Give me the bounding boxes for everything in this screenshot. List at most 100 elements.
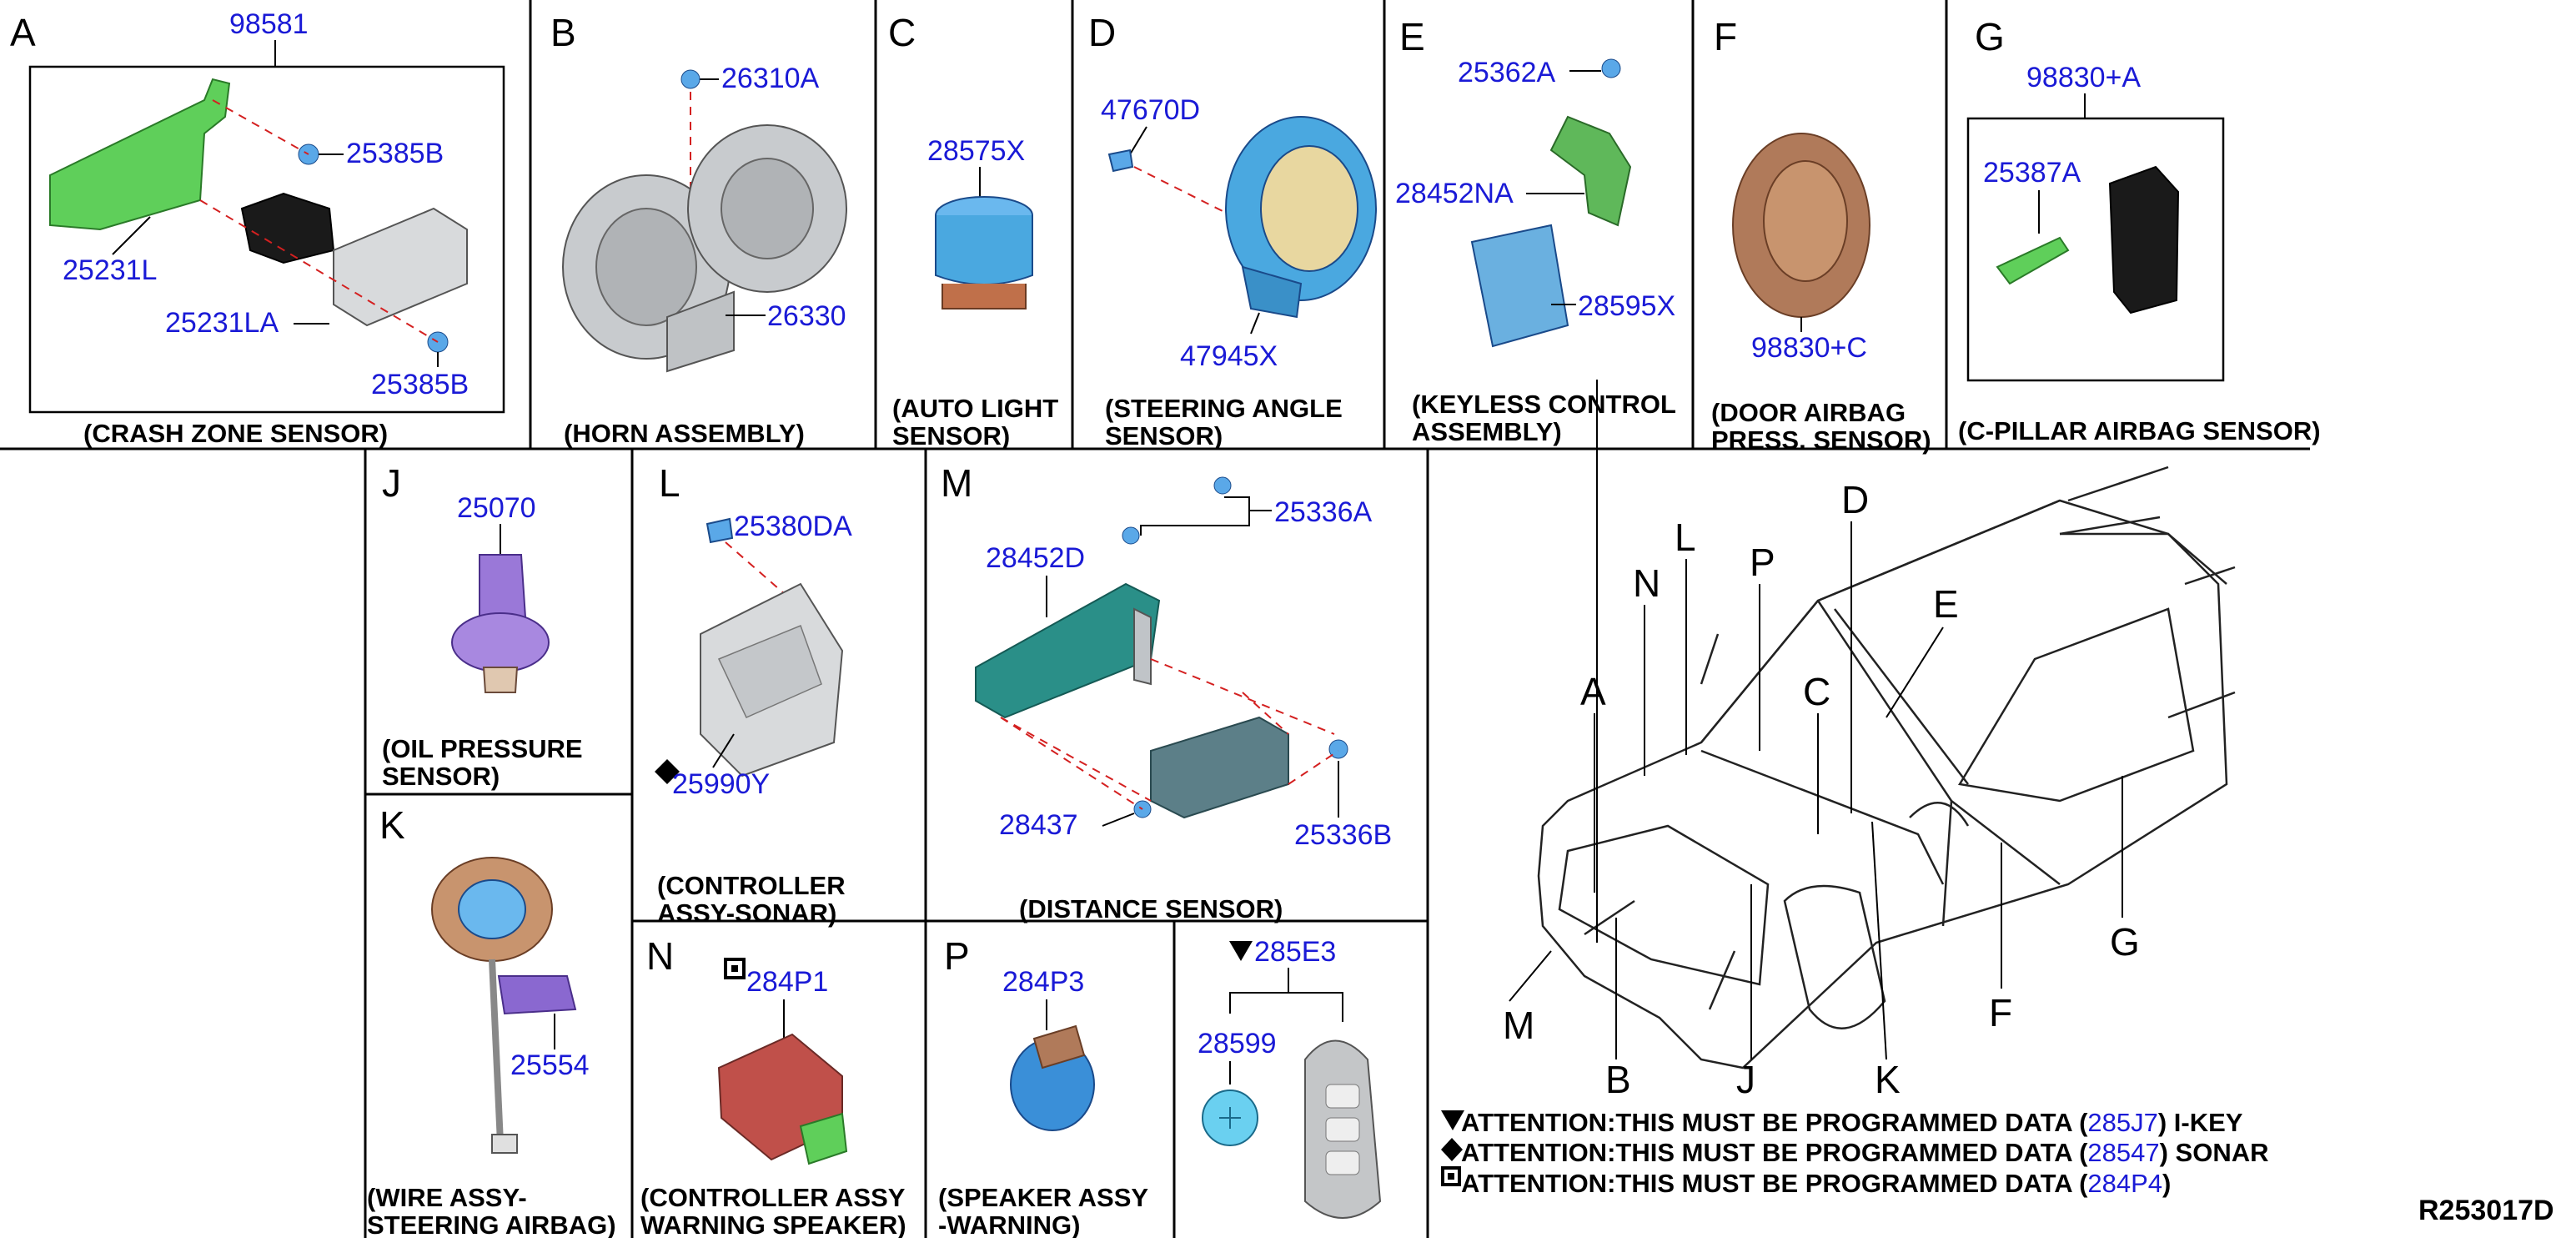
attention-code-2: 28547 — [2087, 1138, 2159, 1167]
bracket-icon — [1549, 115, 1632, 227]
section-b: B 26310A 26330 (HORN ASSEMBLY) — [550, 11, 847, 448]
part-25380da[interactable]: 25380DA — [734, 511, 852, 542]
part-284p3[interactable]: 284P3 — [1002, 966, 1084, 998]
part-25387a[interactable]: 25387A — [1983, 157, 2081, 189]
bolt-icon — [1996, 236, 2070, 285]
bolt-icon — [1601, 58, 1621, 78]
part-28452d[interactable]: 28452D — [986, 542, 1085, 574]
part-25231l[interactable]: 25231L — [63, 254, 157, 286]
caption-auto-light-2: SENSOR) — [892, 421, 1010, 450]
section-letter-k: K — [379, 803, 405, 847]
section-letter-e: E — [1399, 15, 1425, 58]
section-letter-d: D — [1088, 11, 1116, 54]
section-d: D 47670D 47945X (STEERING ANGLE SENSOR) — [1088, 11, 1377, 450]
caption-speaker-1: (SPEAKER ASSY — [938, 1183, 1148, 1212]
section-c: C 28575X (AUTO LIGHT SENSOR) — [888, 11, 1058, 450]
part-284p1[interactable]: 284P1 — [746, 966, 828, 998]
caption-warning-controller-2: WARNING SPEAKER) — [640, 1210, 906, 1238]
part-25362a[interactable]: 25362A — [1458, 57, 1556, 88]
triangle-symbol — [1441, 1110, 1464, 1130]
section-letter-p: P — [944, 934, 970, 978]
triangle-symbol — [1229, 941, 1253, 961]
vehicle-callouts: A B C D E F G J K L M N P — [1503, 478, 2140, 1101]
distance-sensor-icon — [1150, 716, 1289, 819]
callout-c: C — [1803, 670, 1830, 713]
caption-oil-pressure-1: (OIL PRESSURE — [382, 734, 583, 763]
module-icon — [333, 207, 468, 327]
part-25336b[interactable]: 25336B — [1294, 819, 1392, 851]
part-98830c[interactable]: 98830+C — [1751, 332, 1867, 364]
c-pillar-sensor-icon — [2108, 165, 2180, 315]
diamond-symbol — [1441, 1138, 1463, 1161]
square-symbol — [724, 958, 746, 979]
section-letter-n: N — [646, 934, 674, 978]
crash-zone-frame — [28, 65, 505, 414]
part-28575x[interactable]: 28575X — [927, 135, 1025, 167]
part-25231la[interactable]: 25231LA — [165, 307, 279, 339]
diagram-reference: R253017D — [2418, 1195, 2554, 1226]
section-m: M 25336A 28452D 28437 25336B (DISTANCE S… — [941, 461, 1392, 923]
caption-warning-controller-1: (CONTROLLER ASSY — [640, 1183, 906, 1212]
part-28437[interactable]: 28437 — [999, 809, 1078, 841]
part-25554[interactable]: 25554 — [510, 1049, 590, 1081]
callout-g: G — [2110, 920, 2140, 964]
part-26330[interactable]: 26330 — [767, 300, 846, 332]
caption-wire-assy-2: STEERING AIRBAG) — [367, 1210, 616, 1238]
caption-steering-angle-2: SENSOR) — [1105, 421, 1223, 450]
callout-j: J — [1736, 1058, 1755, 1101]
keyless-module-icon — [1470, 224, 1569, 348]
connector-icon — [497, 975, 577, 1015]
square-symbol — [1441, 1166, 1461, 1186]
part-98581[interactable]: 98581 — [229, 8, 309, 40]
section-letter-f: F — [1714, 15, 1737, 58]
oil-pressure-sensor-icon — [479, 554, 527, 618]
section-n: N 284P1 (CONTROLLER ASSY WARNING SPEAKER… — [640, 934, 906, 1238]
part-25336a[interactable]: 25336A — [1274, 496, 1373, 528]
screw-icon — [706, 517, 734, 544]
section-g: G 98830+A 25387A (C-PILLAR AIRBAG SENSOR… — [1958, 15, 2321, 445]
part-98830a[interactable]: 98830+A — [2026, 62, 2141, 93]
part-25385b[interactable]: 25385B — [346, 138, 444, 169]
section-letter-c: C — [888, 11, 916, 54]
vehicle-illustration — [1537, 380, 2236, 1069]
section-j: J 25070 (OIL PRESSURE SENSOR) — [382, 461, 583, 791]
callout-b: B — [1605, 1058, 1631, 1101]
part-25385b-2[interactable]: 25385B — [371, 369, 469, 400]
caption-crash-zone: (CRASH ZONE SENSOR) — [83, 419, 388, 448]
attention-line-1: ATTENTION:THIS MUST BE PROGRAMMED DATA (… — [1461, 1108, 2243, 1137]
part-25070[interactable]: 25070 — [457, 492, 536, 524]
section-l: L 25380DA 25990Y (CONTROLLER ASSY-SONAR) — [655, 461, 852, 928]
caption-keyless-2: ASSEMBLY) — [1412, 417, 1562, 446]
callout-a: A — [1580, 670, 1606, 713]
part-25990y[interactable]: 25990Y — [672, 768, 770, 800]
caption-wire-assy-1: (WIRE ASSY- — [367, 1183, 527, 1212]
section-f: F 98830+C (DOOR AIRBAG PRESS. SENSOR) — [1711, 15, 1931, 455]
part-28452na[interactable]: 28452NA — [1395, 178, 1514, 209]
part-28595x[interactable]: 28595X — [1578, 290, 1675, 322]
callout-e: E — [1933, 582, 1959, 626]
callout-f: F — [1989, 991, 2012, 1034]
attention-line-3: ATTENTION:THIS MUST BE PROGRAMMED DATA (… — [1461, 1169, 2171, 1198]
section-letter-m: M — [941, 461, 972, 505]
attention-code-1: 285J7 — [2087, 1108, 2157, 1137]
sensor-bracket-icon — [975, 582, 1161, 719]
section-key-fob: 285E3 28599 — [1198, 936, 1382, 1219]
attention-line-2: ATTENTION:THIS MUST BE PROGRAMMED DATA (… — [1461, 1138, 2269, 1167]
section-letter-l: L — [659, 461, 680, 505]
caption-door-airbag-2: PRESS. SENSOR) — [1711, 425, 1931, 455]
section-p: P 284P3 (SPEAKER ASSY -WARNING) — [938, 934, 1148, 1238]
part-47670d[interactable]: 47670D — [1101, 94, 1200, 126]
part-26310a[interactable]: 26310A — [721, 63, 820, 94]
section-a: A 98581 25385B 25231L 25231LA 25385B (CR… — [10, 8, 505, 448]
callout-l: L — [1675, 516, 1696, 559]
part-285e3[interactable]: 285E3 — [1254, 936, 1336, 968]
vehicle-body-outline — [1537, 499, 2228, 1069]
caption-speaker-2: -WARNING) — [938, 1210, 1080, 1238]
caption-door-airbag-1: (DOOR AIRBAG — [1711, 398, 1906, 427]
caption-sonar-2: ASSY-SONAR) — [657, 898, 836, 928]
part-47945x[interactable]: 47945X — [1180, 340, 1278, 372]
section-letter-a: A — [10, 11, 36, 54]
part-28599[interactable]: 28599 — [1198, 1028, 1277, 1059]
horn-bracket-icon — [666, 290, 735, 373]
